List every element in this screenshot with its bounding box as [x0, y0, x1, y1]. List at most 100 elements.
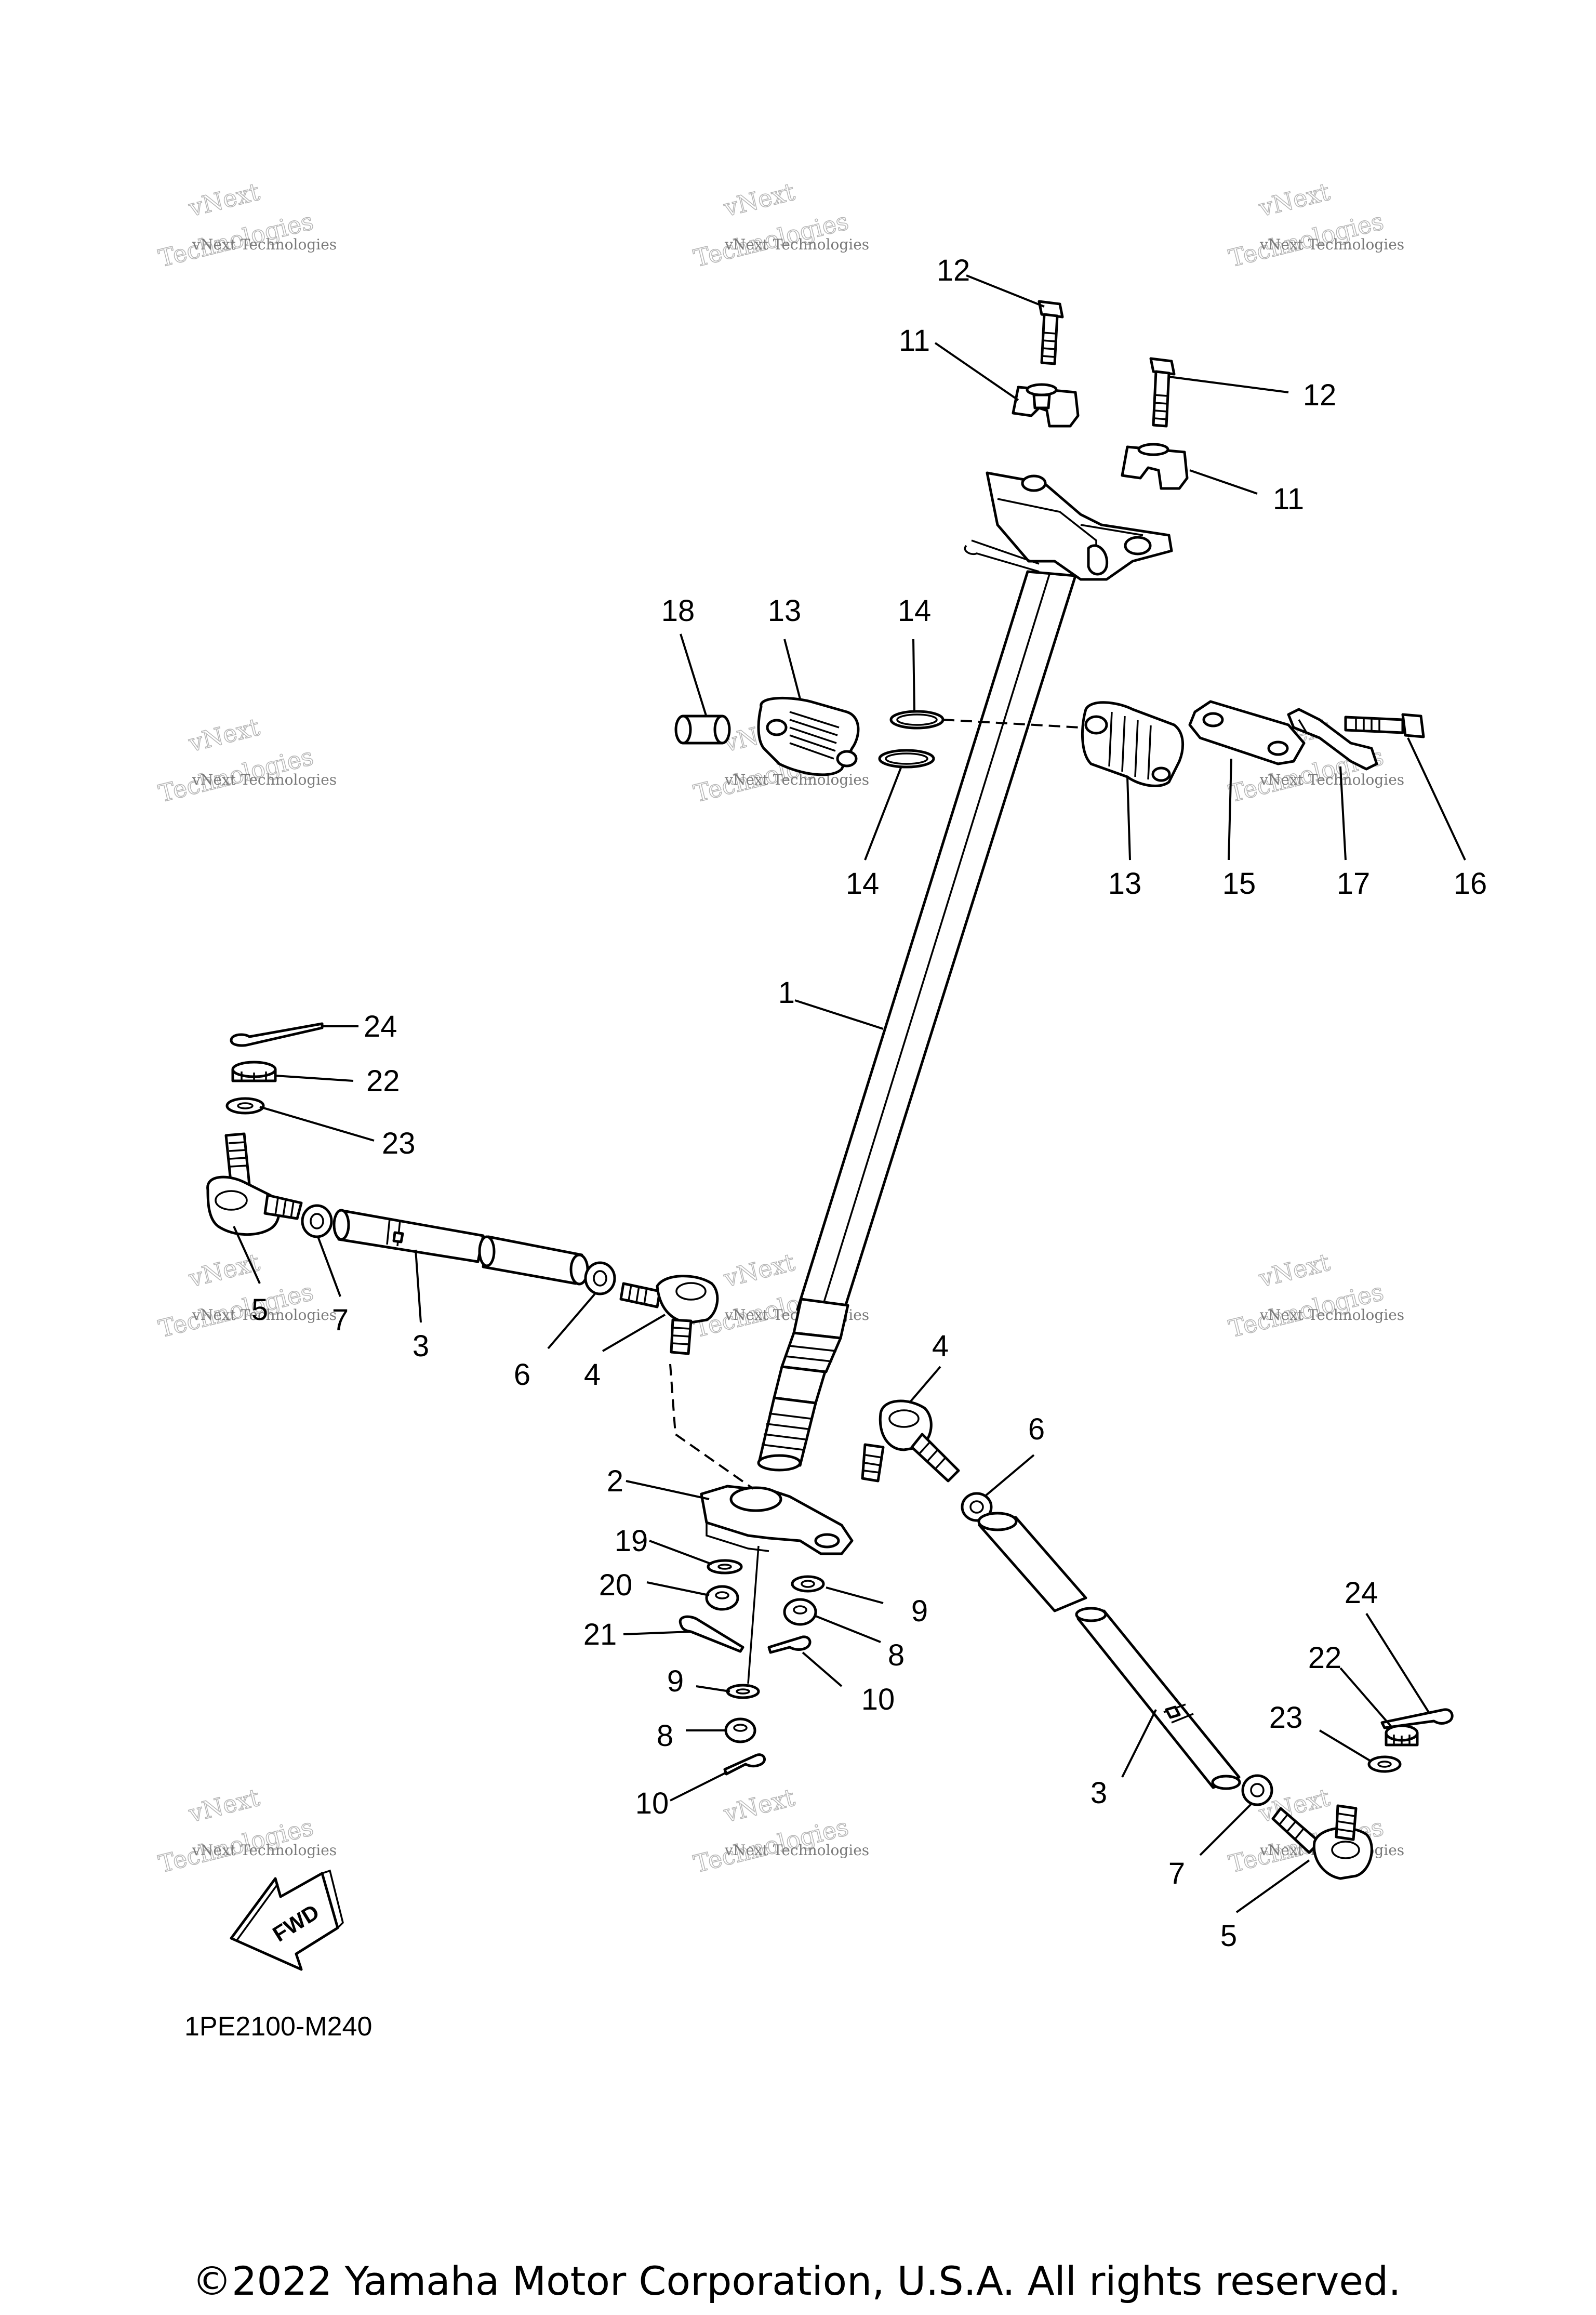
- callout-23: 23: [382, 1127, 416, 1160]
- callout-11: 11: [899, 324, 930, 358]
- callout-3: 3: [413, 1329, 429, 1363]
- cotter-pin-left: [230, 1022, 324, 1047]
- watermark-text: vNext Technologies: [1259, 1306, 1404, 1324]
- callout-4: 4: [584, 1358, 601, 1392]
- watermark: vNext Technologies: [155, 177, 316, 273]
- watermark-group: vNext Technologies vNext Technologies vN…: [155, 177, 1404, 1879]
- jam-nut-right-inner: [961, 1492, 993, 1522]
- callout-12: 12: [937, 254, 970, 287]
- washer-19: [707, 1559, 743, 1575]
- tie-rod-end-inner-right: [861, 1399, 960, 1483]
- watermark: vNext Technologies: [1226, 1248, 1387, 1343]
- watermark: vNext Technologies: [690, 177, 852, 273]
- watermark-text: vNext Technologies: [724, 1842, 869, 1859]
- holder-left: [1012, 383, 1080, 428]
- watermark-text: vNext Technologies: [192, 771, 337, 788]
- watermark: vNext Technologies: [155, 712, 316, 808]
- tie-rod-end-left: [206, 1132, 303, 1236]
- ring-lower: [878, 749, 935, 769]
- fwd-arrow-icon: FWD: [230, 1869, 344, 1971]
- clamp-plate: [1188, 700, 1306, 765]
- tie-rod-end-inner-left: [619, 1275, 719, 1355]
- callout-23: 23: [1269, 1701, 1303, 1735]
- alignment-line: [942, 719, 1081, 729]
- callout-20: 20: [599, 1568, 633, 1602]
- nut-20: [705, 1585, 739, 1611]
- jam-nut-left: [301, 1204, 333, 1238]
- steering-column: [757, 471, 1173, 1472]
- callout-5: 5: [1220, 1919, 1237, 1953]
- callout-14: 14: [898, 594, 932, 628]
- callout-18: 18: [661, 594, 695, 628]
- callout-5: 5: [251, 1293, 268, 1327]
- holder-right: [1121, 443, 1189, 490]
- callout-13: 13: [1108, 867, 1142, 901]
- castle-nut-left: [231, 1061, 277, 1082]
- svg-text:vNext: vNext: [185, 712, 262, 757]
- svg-text:vNext: vNext: [721, 1783, 797, 1828]
- tie-rod-left: [332, 1209, 589, 1286]
- watermark-text: vNext Technologies: [1259, 236, 1404, 253]
- bushing-left: [757, 696, 860, 776]
- washer-left: [225, 1097, 265, 1115]
- lock-plate: [1287, 708, 1378, 771]
- svg-text:vNext: vNext: [185, 1783, 262, 1828]
- washer-9-lower: [726, 1684, 760, 1699]
- callout-6: 6: [514, 1358, 530, 1392]
- callout-17: 17: [1337, 867, 1371, 901]
- callout-10: 10: [861, 1683, 895, 1716]
- bolt-left: [1038, 300, 1064, 365]
- tie-rod-right: [977, 1512, 1241, 1790]
- nut-8-upper: [783, 1598, 817, 1626]
- callout-10: 10: [635, 1787, 669, 1820]
- ring-upper: [889, 710, 945, 730]
- callout-6: 6: [1028, 1412, 1045, 1446]
- callout-11: 11: [1273, 482, 1304, 516]
- watermark: vNext Technologies: [155, 1783, 316, 1879]
- callout-13: 13: [768, 594, 802, 628]
- collar: [674, 715, 731, 745]
- castle-nut-right: [1385, 1724, 1419, 1747]
- svg-text:vNext: vNext: [185, 1248, 262, 1292]
- callout-22: 22: [1308, 1641, 1342, 1675]
- alignment-line: [669, 1364, 754, 1490]
- svg-text:vNext: vNext: [721, 1248, 797, 1292]
- callout-9: 9: [911, 1594, 928, 1628]
- callout-14: 14: [846, 867, 880, 901]
- svg-text:vNext: vNext: [721, 177, 797, 222]
- callout-7: 7: [332, 1303, 349, 1337]
- callout-1: 1: [778, 976, 795, 1010]
- pitman-arm: [700, 1485, 854, 1555]
- watermark-text: vNext Technologies: [192, 1306, 337, 1324]
- nut-8-lower: [724, 1717, 756, 1743]
- callout-16: 16: [1454, 867, 1487, 901]
- jam-nut-right: [1241, 1774, 1273, 1806]
- watermark: vNext Technologies: [690, 1783, 852, 1879]
- svg-text:vNext: vNext: [1256, 177, 1333, 222]
- watermark: vNext Technologies: [155, 1248, 316, 1343]
- callout-2: 2: [607, 1464, 623, 1498]
- watermark-text: vNext Technologies: [1259, 771, 1404, 788]
- watermark-text: vNext Technologies: [724, 771, 869, 788]
- watermark: vNext Technologies: [1226, 177, 1387, 273]
- callout-24: 24: [364, 1010, 397, 1043]
- watermark-text: vNext Technologies: [724, 236, 869, 253]
- tie-rod-end-right: [1271, 1804, 1373, 1880]
- callout-labels: 1 2 3 3 4 4 5 5 6 6 7 7 8 8 9 9 10 10 10…: [251, 254, 1487, 1953]
- cotter-pin-right: [1380, 1708, 1454, 1729]
- callout-24: 24: [1345, 1576, 1378, 1610]
- callout-19: 19: [615, 1524, 648, 1558]
- callout-8: 8: [888, 1638, 905, 1672]
- svg-text:vNext: vNext: [1256, 1248, 1333, 1292]
- callout-15: 15: [1222, 867, 1256, 901]
- watermark-text: vNext Technologies: [192, 236, 337, 253]
- alignment-line: [747, 1545, 760, 1684]
- callout-9: 9: [667, 1664, 684, 1698]
- callout-12: 12: [1303, 378, 1337, 412]
- leader-lines: [233, 274, 1466, 1913]
- svg-text:vNext: vNext: [185, 177, 262, 222]
- callout-4: 4: [932, 1329, 949, 1363]
- callout-7: 7: [1168, 1857, 1185, 1890]
- copyright-notice: ©2022 Yamaha Motor Corporation, U.S.A. A…: [192, 2258, 1401, 2304]
